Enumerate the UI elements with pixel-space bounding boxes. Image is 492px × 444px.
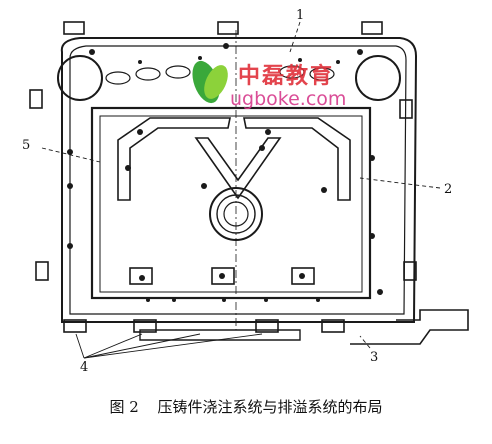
vent-outlet bbox=[350, 309, 469, 345]
side-lugs bbox=[29, 21, 417, 333]
bottom-overflow-wells bbox=[129, 267, 315, 285]
runner-left bbox=[117, 117, 231, 201]
leaf-logo-icon bbox=[192, 60, 228, 104]
callout-2: 2 bbox=[444, 182, 453, 197]
ejector-pin-markers bbox=[67, 43, 383, 302]
outer-die-frame bbox=[60, 37, 418, 323]
outer-die-frame-inner bbox=[69, 45, 407, 315]
leader-lines bbox=[41, 21, 441, 349]
runner-right bbox=[243, 117, 351, 201]
casting-cavity bbox=[90, 106, 372, 300]
callout-4: 4 bbox=[80, 360, 89, 375]
top-overflow-ovals bbox=[105, 65, 335, 85]
figure-title: 压铸件浇注系统与排溢系统的布局 bbox=[157, 398, 383, 416]
overflow-well-left bbox=[57, 55, 103, 101]
callout-5: 5 bbox=[22, 138, 31, 153]
leader-lines-4 bbox=[75, 333, 263, 359]
runner-v bbox=[194, 137, 282, 200]
overflow-well-right bbox=[355, 55, 401, 101]
site-watermark: 中磊教育 ugbоke.com bbox=[186, 52, 386, 122]
casting-cavity-inner bbox=[99, 115, 363, 293]
watermark-chinese-name: 中磊教育 bbox=[238, 64, 335, 89]
figure-caption: 图 2 压铸件浇注系统与排溢系统的布局 bbox=[0, 396, 492, 417]
figure-number: 图 2 bbox=[109, 398, 139, 416]
callout-1: 1 bbox=[296, 8, 305, 23]
callout-3: 3 bbox=[370, 350, 379, 365]
watermark-url: ugbоke.com bbox=[230, 88, 347, 110]
exhaust-channel bbox=[139, 329, 301, 341]
